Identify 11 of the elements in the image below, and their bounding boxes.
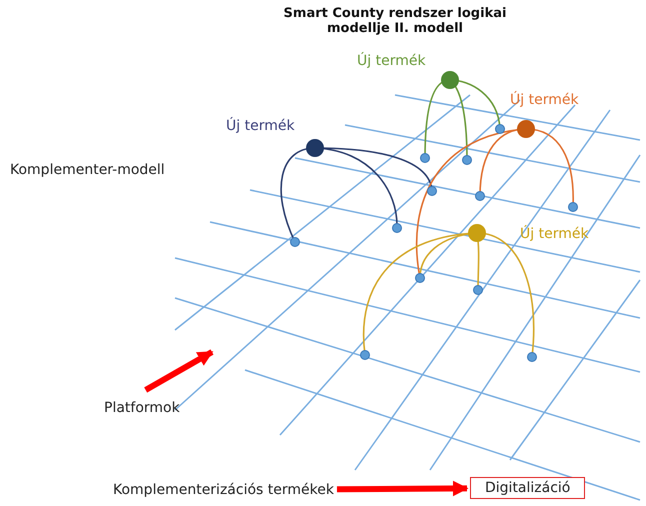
product-label: Új termék [226, 118, 295, 134]
model-label: Komplementer-modell [10, 162, 165, 178]
product-label: Új termék [510, 92, 579, 108]
highlight-box: Digitalizáció [470, 477, 586, 499]
diagram-title: Smart County rendszer logikai modellje II. modell [282, 6, 508, 36]
item-text: Komplementerizációs termékek [113, 482, 334, 498]
item-text: Platformok [104, 400, 180, 416]
arrow [144, 349, 214, 393]
product-label: Új termék [357, 53, 426, 69]
product-label: Új termék [520, 226, 589, 242]
arrow [336, 480, 469, 496]
